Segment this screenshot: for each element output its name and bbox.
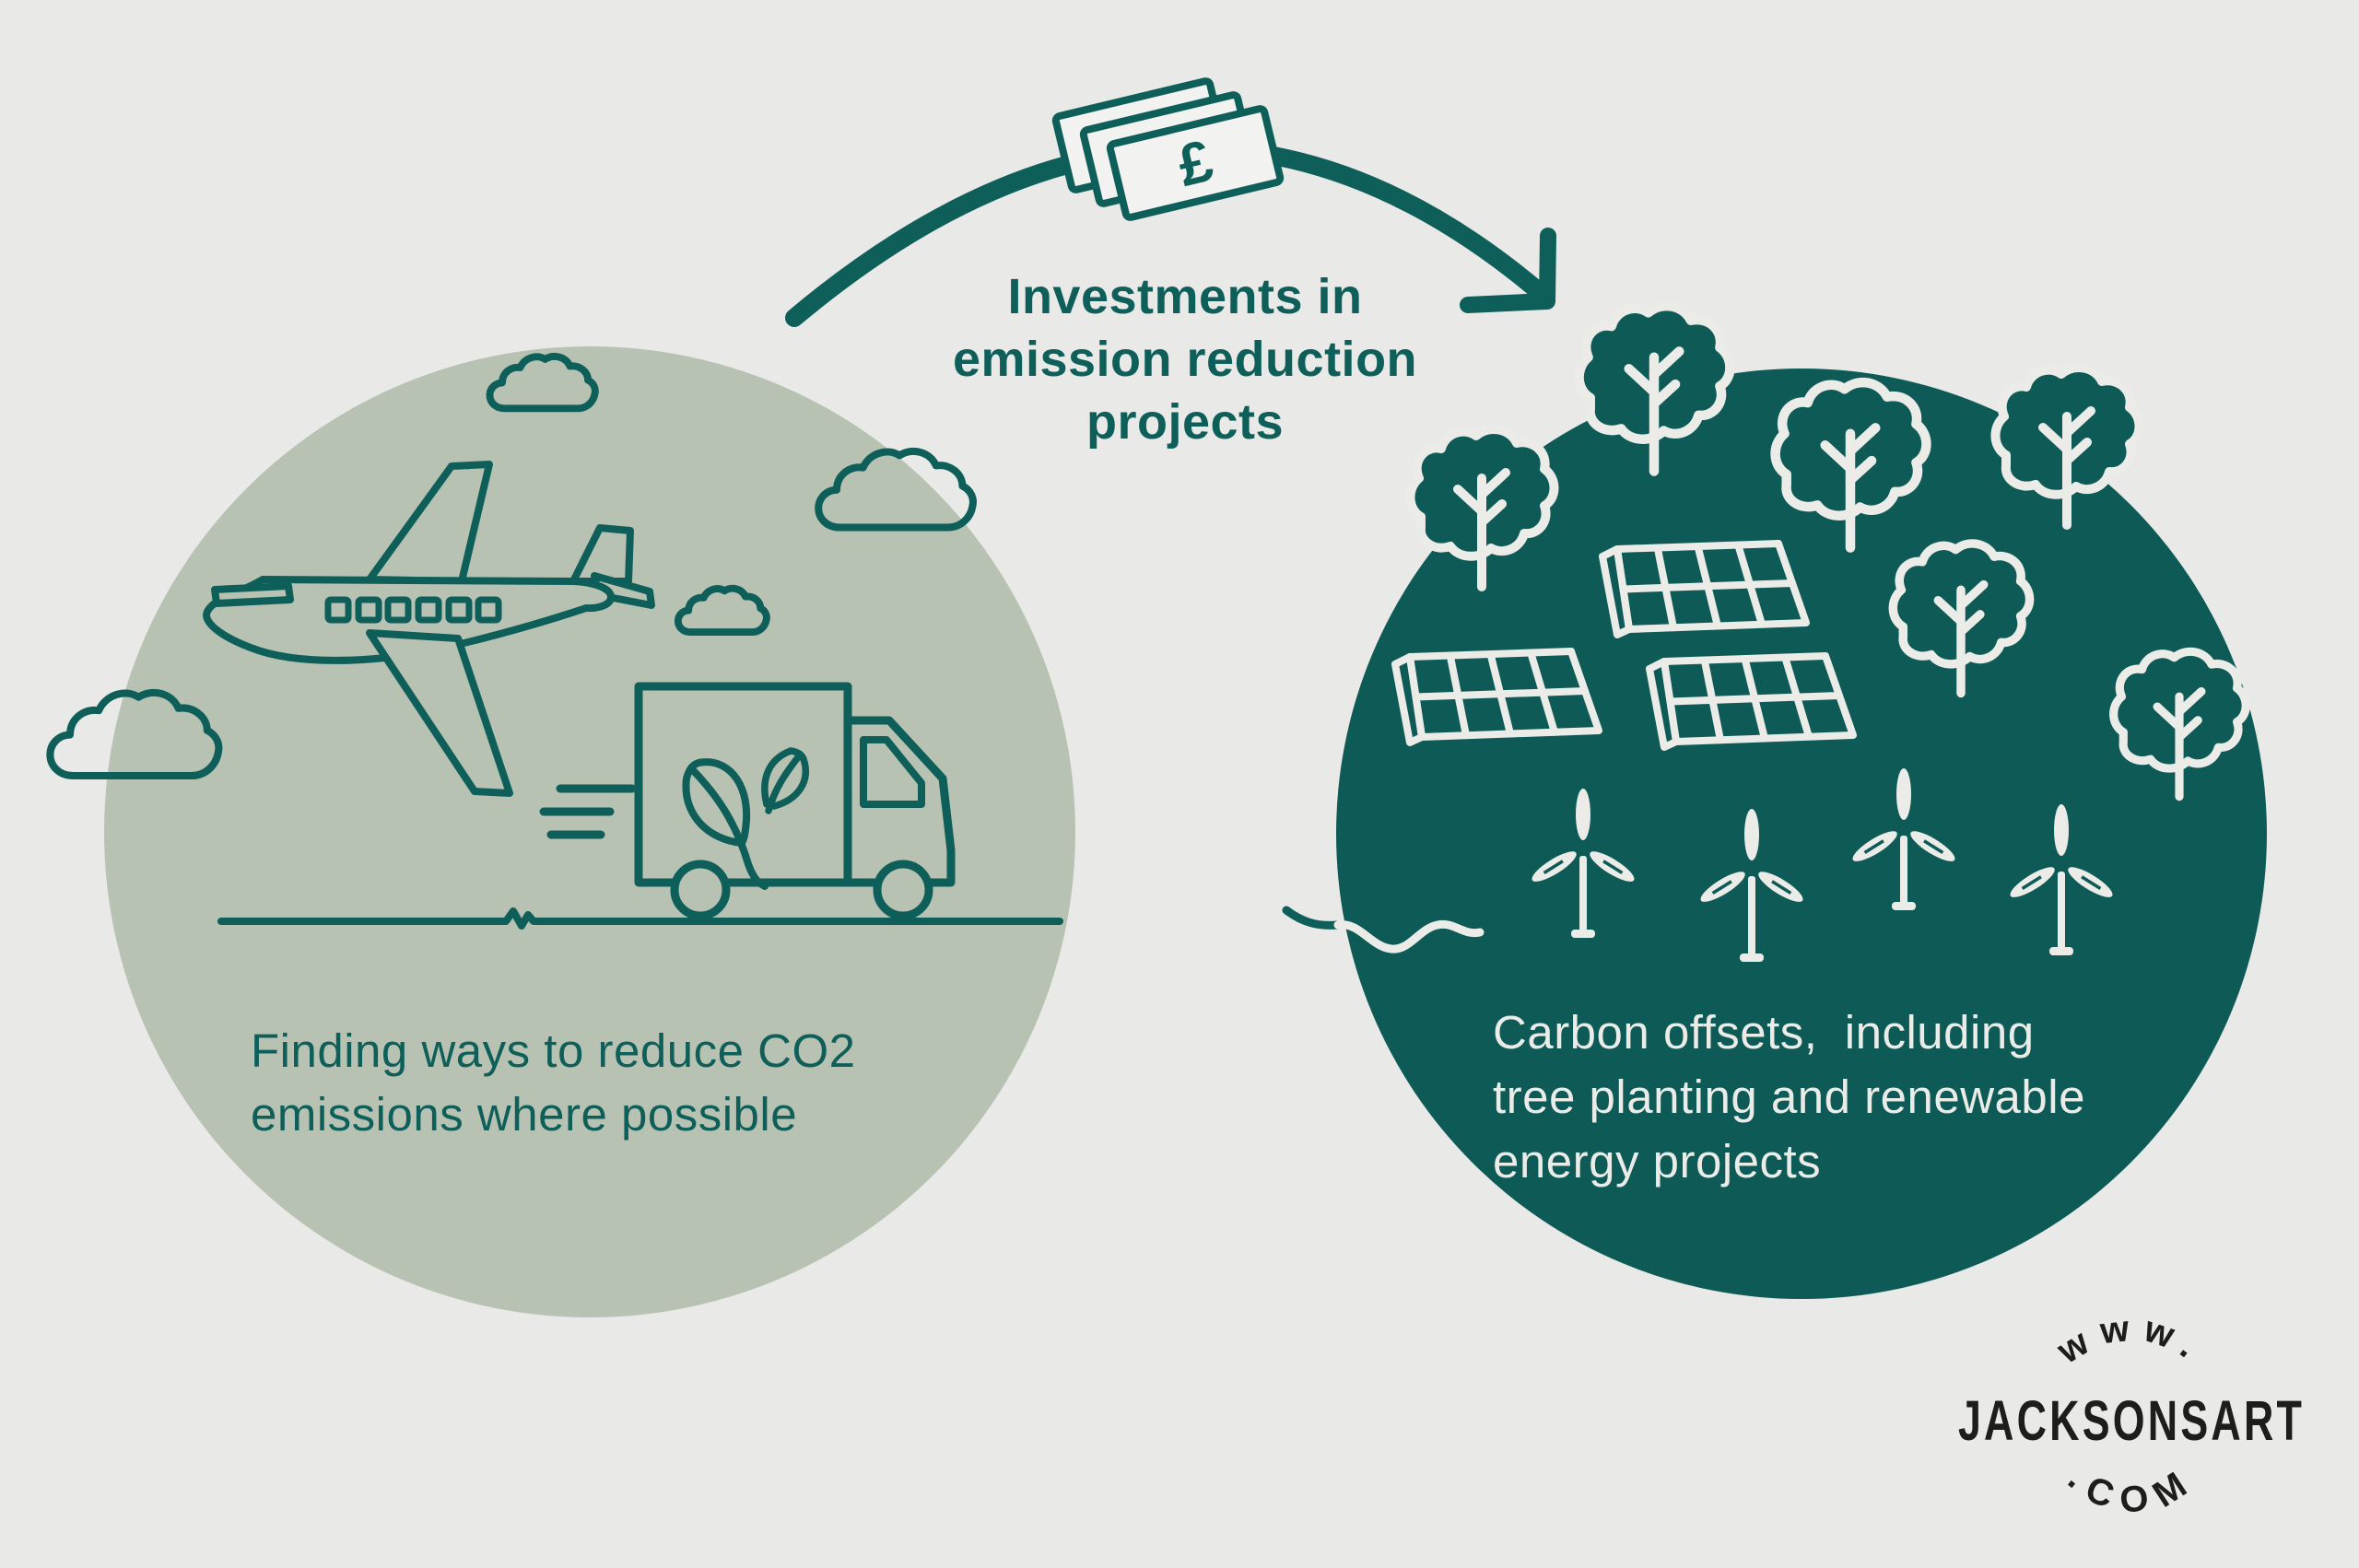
delivery-truck-icon: [634, 682, 956, 920]
banknotes-icon: £: [1051, 77, 1285, 221]
ground-line: [217, 907, 1063, 930]
wave-line-icon: [1282, 906, 1485, 954]
investment-heading: Investments in emission reduction projec…: [952, 269, 1418, 450]
speed-lines-icon: [539, 784, 637, 839]
carbon-offsets-caption: Carbon offsets, including tree planting …: [1493, 1006, 2085, 1188]
brand-logo: www. JACKSONSART .COM: [1958, 1307, 2305, 1521]
wind-turbine-icon: [1526, 766, 2118, 962]
logo-name: JACKSONSART: [1958, 1389, 2305, 1453]
reduce-emissions-circle: [49, 346, 1075, 1317]
logo-com: .COM: [2060, 1457, 2204, 1521]
reduce-emissions-caption: Finding ways to reduce CO2 emissions whe…: [251, 1024, 856, 1141]
carbon-offsets-circle: [1282, 306, 2267, 1299]
leaf-icon: [682, 747, 809, 890]
airplane-icon: [203, 461, 655, 797]
logo-www: www.: [2049, 1307, 2214, 1373]
